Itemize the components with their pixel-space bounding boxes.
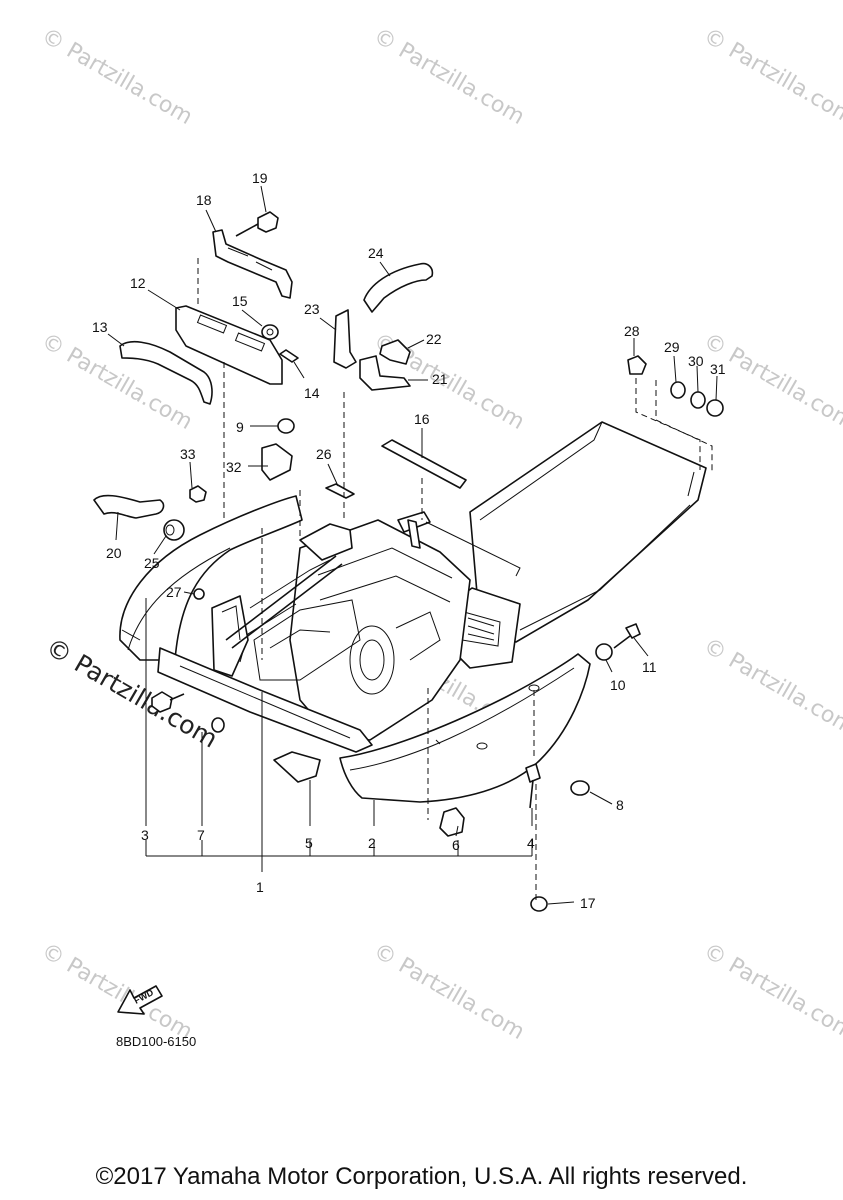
leader-lines <box>107 185 718 905</box>
watermark-layer: © Partzilla.com © Partzilla.com © Partzi… <box>37 24 843 1046</box>
callout-14: 14 <box>304 385 320 401</box>
callout-31: 31 <box>710 361 726 377</box>
callout-17: 17 <box>580 895 596 911</box>
copyright-notice: ©2017 Yamaha Motor Corporation, U.S.A. A… <box>95 1163 748 1190</box>
callout-12: 12 <box>130 275 146 291</box>
callout-33: 33 <box>180 446 196 462</box>
rear-frame-drawing <box>119 421 707 753</box>
callout-11: 11 <box>642 659 657 675</box>
callout-16: 16 <box>414 411 430 427</box>
callout-7: 7 <box>197 827 205 843</box>
callout-24: 24 <box>368 245 384 261</box>
diagram-code: 8BD100-6150 <box>116 1034 196 1049</box>
callout-32: 32 <box>226 459 242 475</box>
small-parts <box>93 211 724 912</box>
watermark: © Partzilla.com <box>699 939 843 1046</box>
callout-20: 20 <box>106 545 122 561</box>
callout-6: 6 <box>452 837 460 853</box>
callout-8: 8 <box>616 797 624 813</box>
watermark: © Partzilla.com <box>699 329 843 436</box>
callout-4: 4 <box>527 835 535 851</box>
callout-27: 27 <box>166 584 182 600</box>
callout-9: 9 <box>236 419 244 435</box>
callout-1: 1 <box>256 879 264 895</box>
callout-numbers: 1 2 3 4 5 6 7 8 9 10 11 12 13 14 15 16 1… <box>92 170 726 911</box>
watermark: © Partzilla.com <box>37 329 197 436</box>
callout-18: 18 <box>196 192 212 208</box>
callout-22: 22 <box>426 331 442 347</box>
callout-21: 21 <box>432 371 448 387</box>
callout-3: 3 <box>141 827 149 843</box>
callout-28: 28 <box>624 323 640 339</box>
callout-10: 10 <box>610 677 626 693</box>
callout-23: 23 <box>304 301 320 317</box>
watermark: © Partzilla.com <box>37 24 197 131</box>
watermark: © Partzilla.com <box>699 24 843 131</box>
callout-25: 25 <box>144 555 160 571</box>
watermark: © Partzilla.com <box>369 939 529 1046</box>
callout-26: 26 <box>316 446 332 462</box>
assembly-guides <box>197 258 713 900</box>
watermark: © Partzilla.com <box>699 634 843 741</box>
callout-30: 30 <box>688 353 704 369</box>
callout-19: 19 <box>252 170 268 186</box>
callout-29: 29 <box>664 339 680 355</box>
callout-5: 5 <box>305 835 313 851</box>
part-2-side-panel <box>339 653 591 803</box>
watermark: © Partzilla.com <box>369 24 529 131</box>
watermark: © Partzilla.com <box>37 939 197 1046</box>
callout-15: 15 <box>232 293 248 309</box>
callout-13: 13 <box>92 319 108 335</box>
callout-2: 2 <box>368 835 376 851</box>
